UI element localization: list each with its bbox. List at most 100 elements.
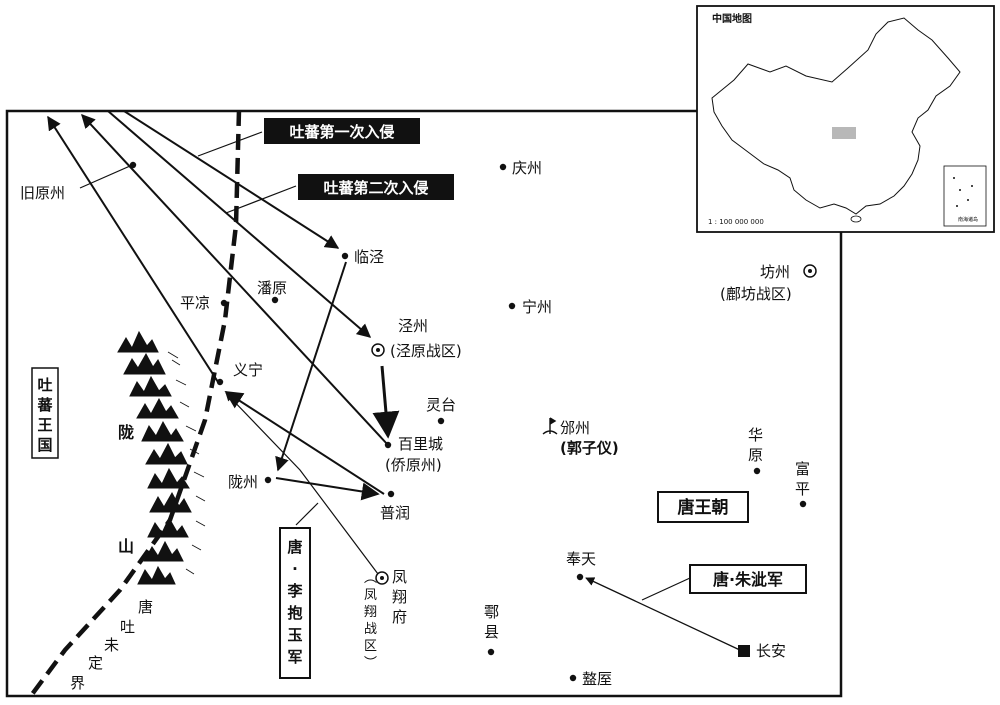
marker-longzhou [264, 476, 272, 484]
place-pingliang: 平凉 [180, 294, 210, 312]
hainan-island [850, 215, 862, 223]
marker-yining [216, 378, 224, 386]
marker-zhouzhi [569, 674, 577, 682]
first-invasion-box [264, 118, 420, 144]
svg-text:︶: ︶ [364, 656, 377, 671]
border-label-5: 界 [70, 674, 85, 692]
marker-lingtai [437, 417, 445, 425]
svg-text:翔: 翔 [392, 588, 407, 606]
tubo-kingdom-label-3: 王 [37, 416, 52, 434]
svg-text:区: 区 [364, 639, 377, 654]
place-panyuan: 潘原 [257, 279, 287, 297]
place-huayuan-2: 原 [748, 446, 763, 464]
place-huayuan-1: 华 [748, 426, 763, 444]
place-purun: 普润 [380, 504, 410, 522]
li-baoyu-label-6: 军 [287, 648, 302, 666]
tang-dynasty-label: 唐王朝 [678, 497, 729, 518]
place-bailicheng-note: (侨原州) [385, 456, 442, 474]
place-jingzhou-zone: (泾原战区) [390, 342, 462, 360]
place-binzhou-note: (郭子仪) [560, 439, 619, 457]
inset-scale: 1 : 100 000 000 [708, 218, 764, 226]
binzhou-camp-icon [542, 417, 558, 435]
china-outline [711, 17, 961, 215]
place-lingtai: 灵台 [426, 396, 456, 414]
li-baoyu-label-4: 抱 [287, 604, 302, 622]
marker-huayuan [753, 467, 761, 475]
first-invasion-label: 吐蕃第一次入侵 [289, 123, 394, 141]
place-zhouzhi: 盩厔 [582, 670, 612, 688]
border-label-2: 吐 [120, 618, 135, 636]
place-linjing: 临泾 [354, 248, 384, 266]
svg-text:鄠: 鄠 [484, 603, 499, 621]
marker-qingzhou [499, 163, 507, 171]
svg-text:翔: 翔 [364, 605, 377, 620]
marker-pingliang [220, 299, 228, 307]
tubo-kingdom-label-1: 吐 [37, 376, 52, 394]
mountain-hatching [167, 351, 206, 575]
place-fuping-2: 平 [795, 480, 810, 498]
li-baoyu-route [225, 392, 382, 579]
place-huxian: 鄠 县 [484, 603, 499, 641]
route-6 [372, 365, 400, 439]
marker-ningzhou [508, 302, 516, 310]
svg-text:县: 县 [484, 623, 499, 641]
svg-text:战: 战 [364, 622, 377, 637]
tubo-kingdom-label-4: 国 [37, 436, 52, 454]
south-sea-islands [953, 177, 973, 207]
route-5 [275, 261, 347, 472]
place-fuping-1: 富 [795, 460, 810, 478]
place-fengxiang: 凤 翔 府 [392, 568, 407, 626]
tang-tubo-border-line [28, 109, 242, 699]
south-sea-label: 南海诸岛 [958, 216, 978, 223]
place-jiuyuanzhou: 旧原州 [20, 184, 65, 202]
zhu-ci-label: 唐·朱泚军 [713, 570, 783, 589]
place-longzhou: 陇州 [228, 473, 258, 491]
border-label-4: 定 [88, 654, 103, 672]
route-4 [123, 110, 340, 249]
long-shan-label-2: 山 [118, 537, 134, 556]
tubo-kingdom-box [31, 367, 59, 459]
leader-lines [79, 131, 691, 601]
zone-markers [371, 264, 817, 585]
second-invasion-box [298, 174, 454, 200]
marker-fuping [799, 500, 807, 508]
li-baoyu-box [279, 527, 311, 679]
marker-bailicheng [384, 441, 392, 449]
long-shan-mountains [117, 330, 192, 585]
marker-changan [738, 645, 750, 657]
svg-text:凤: 凤 [392, 568, 407, 586]
place-ningzhou: 宁州 [522, 298, 552, 316]
route-8 [275, 477, 380, 501]
route-3 [107, 110, 372, 338]
zhu-ci-box [689, 564, 807, 594]
route-7 [224, 391, 385, 495]
place-fangzhou: 坊州 [760, 263, 790, 281]
place-qingzhou: 庆州 [512, 159, 542, 177]
svg-text:府: 府 [392, 608, 407, 626]
svg-text:凤: 凤 [364, 588, 377, 603]
place-yining: 义宁 [233, 361, 263, 379]
place-binzhou: 邠州 [560, 419, 590, 437]
marker-fengtian [576, 573, 584, 581]
li-baoyu-label-2: · [292, 560, 298, 578]
place-changan: 长安 [756, 642, 786, 660]
place-jingzhou: 泾州 [398, 317, 428, 335]
place-bailicheng: 百里城 [398, 435, 443, 453]
place-markers [129, 161, 807, 682]
place-fengxiang-zone: ︵ 凤 翔 战 区 ︶ [364, 571, 377, 671]
marker-jiuyuanzhou [129, 161, 137, 169]
marker-panyuan [271, 296, 279, 304]
li-baoyu-label-5: 玉 [287, 626, 302, 644]
route-1 [47, 115, 219, 383]
marker-linjing [341, 252, 349, 260]
route-2 [81, 113, 389, 446]
tubo-invasion-routes [47, 110, 400, 501]
marker-purun [387, 490, 395, 498]
place-fangzhou-zone: (鄜坊战区) [720, 285, 792, 303]
long-shan-label-1: 陇 [118, 423, 134, 442]
campaign-area-highlight [832, 127, 856, 139]
li-baoyu-label-3: 李 [286, 582, 303, 600]
inset-title: 中国地图 [712, 12, 752, 25]
tubo-kingdom-label-2: 蕃 [36, 396, 53, 414]
tang-dynasty-box [657, 491, 749, 523]
